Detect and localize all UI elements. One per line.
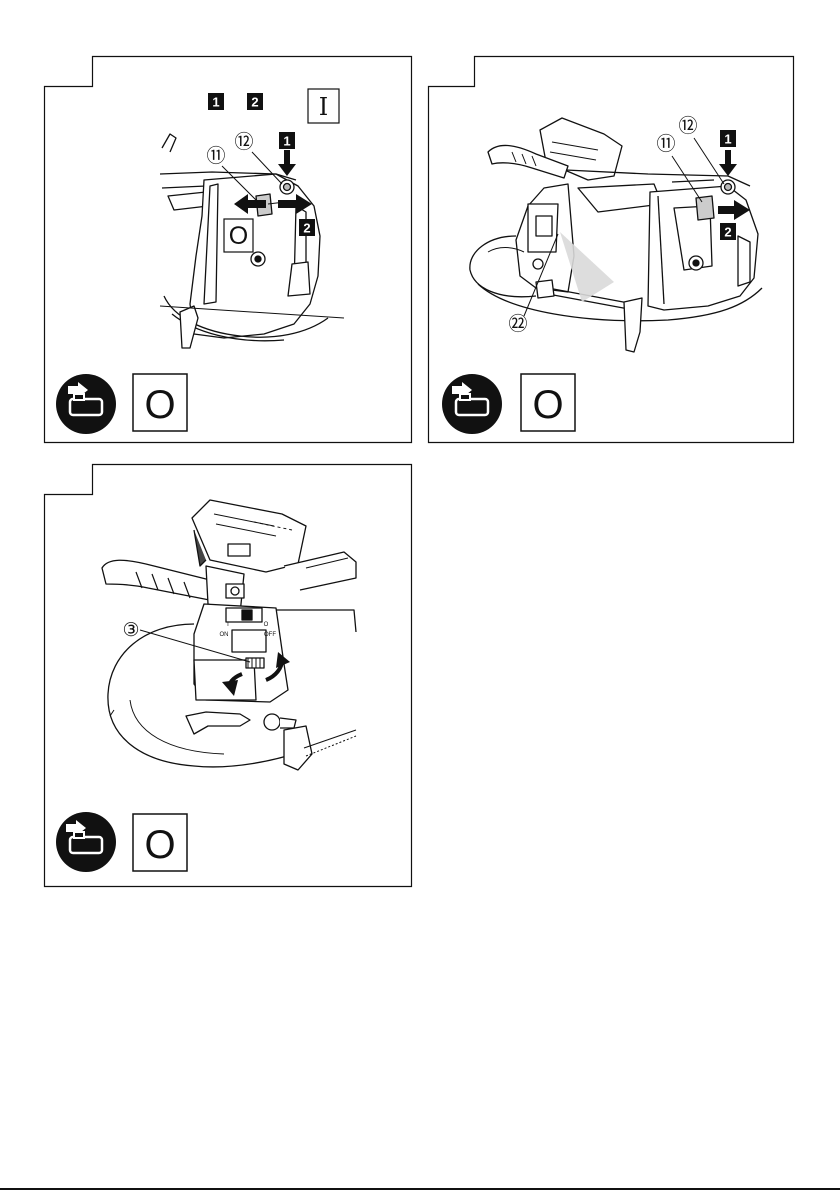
svg-text:㉒: ㉒	[508, 313, 527, 335]
svg-text:⑪: ⑪	[206, 145, 225, 167]
step-2-label: 2	[303, 221, 310, 236]
svg-text:1: 1	[724, 132, 731, 147]
svg-text:⑫: ⑫	[678, 115, 697, 137]
on-symbol-icon: I	[308, 89, 339, 123]
svg-text:2: 2	[724, 225, 731, 240]
page-bottom-rule	[0, 1188, 840, 1190]
footer-off-symbol-label: O	[144, 383, 175, 427]
footer-off-symbol-icon: O	[521, 374, 575, 431]
switch-on-label: ON	[220, 632, 229, 638]
step-1-badge: 1	[720, 130, 736, 147]
svg-text:⑪: ⑪	[656, 133, 675, 155]
off-symbol-label: O	[229, 222, 248, 250]
header-step-1-label: 1	[212, 95, 219, 110]
callout-lock-button: ⑫	[678, 115, 724, 184]
svg-text:O: O	[532, 383, 563, 427]
switch-off-label: OFF	[264, 632, 276, 638]
on-symbol-label: I	[319, 93, 328, 121]
svg-text:③: ③	[122, 619, 139, 641]
off-symbol-icon: O	[224, 219, 253, 252]
figure-panel-3: I ON O OFF ③ O	[44, 464, 412, 887]
step-2-badge: 2	[720, 223, 736, 240]
remove-battery-icon	[56, 374, 116, 434]
bandsaw-illustration	[102, 500, 356, 770]
figure-panel-1: 1 2 I	[44, 56, 412, 443]
remove-battery-icon	[56, 812, 116, 872]
footer-off-symbol-icon: O	[133, 374, 187, 431]
figure-panel-2: 1 2 ⑫ ⑪ ㉒ O	[428, 56, 794, 443]
header-step-2-label: 2	[251, 95, 258, 110]
switch-o-mark: O	[264, 622, 269, 628]
svg-text:O: O	[144, 823, 175, 867]
step-2-badge: 2	[299, 219, 315, 236]
step-1-badge: 1	[279, 132, 295, 149]
header-step-1-badge: 1	[208, 93, 224, 110]
remove-battery-icon	[442, 374, 502, 434]
svg-text:⑫: ⑫	[234, 131, 253, 153]
step-1-label: 1	[283, 134, 290, 149]
header-step-2-badge: 2	[247, 93, 263, 110]
footer-off-symbol-icon: O	[133, 814, 187, 871]
